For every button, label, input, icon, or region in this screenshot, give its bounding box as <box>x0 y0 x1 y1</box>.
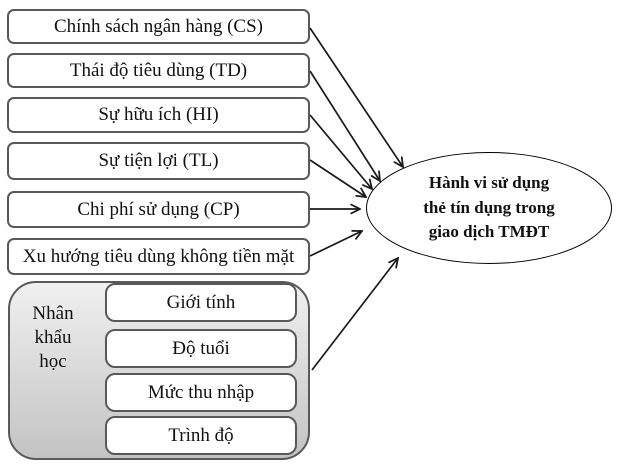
factor-box-cp: Chi phí sử dụng (CP) <box>7 191 310 228</box>
factor-box-cs: Chính sách ngân hàng (CS) <box>7 9 310 44</box>
arrow-demographics-to-outcome <box>311 258 398 371</box>
factor-box-hi: Sự hữu ích (HI) <box>7 97 310 133</box>
factor-box-td: Thái độ tiêu dùng (TD) <box>7 53 310 88</box>
outcome-text-line: giao dịch TMĐT <box>428 222 550 242</box>
demographic-box-education: Trình độ <box>105 416 297 455</box>
arrow-cashless-to-outcome <box>309 231 362 257</box>
demographic-box-age: Độ tuổi <box>105 329 297 368</box>
outcome-text-line: thẻ tín dụng trong <box>423 197 555 217</box>
outcome-text-line: Hành vi sử dụng <box>428 173 550 193</box>
arrow-hi-to-outcome <box>309 114 372 189</box>
demographic-box-gender: Giới tính <box>105 283 297 322</box>
arrow-tl-to-outcome <box>309 159 366 197</box>
arrow-td-to-outcome <box>309 70 380 181</box>
demographics-label-line: khẩu <box>34 327 72 348</box>
demographics-label-line: Nhân <box>32 303 74 324</box>
outcome-ellipse: Hành vi sử dụng thẻ tín dụng trong giao … <box>366 152 612 264</box>
demographic-box-income: Mức thu nhập <box>105 373 297 412</box>
factor-box-cashless: Xu hướng tiêu dùng không tiền mặt <box>7 238 310 275</box>
demographics-label: Nhân khẩu học <box>14 302 92 374</box>
demographics-label-line: học <box>39 351 67 372</box>
arrow-cs-to-outcome <box>309 27 403 167</box>
factor-box-tl: Sự tiện lợi (TL) <box>7 142 310 180</box>
